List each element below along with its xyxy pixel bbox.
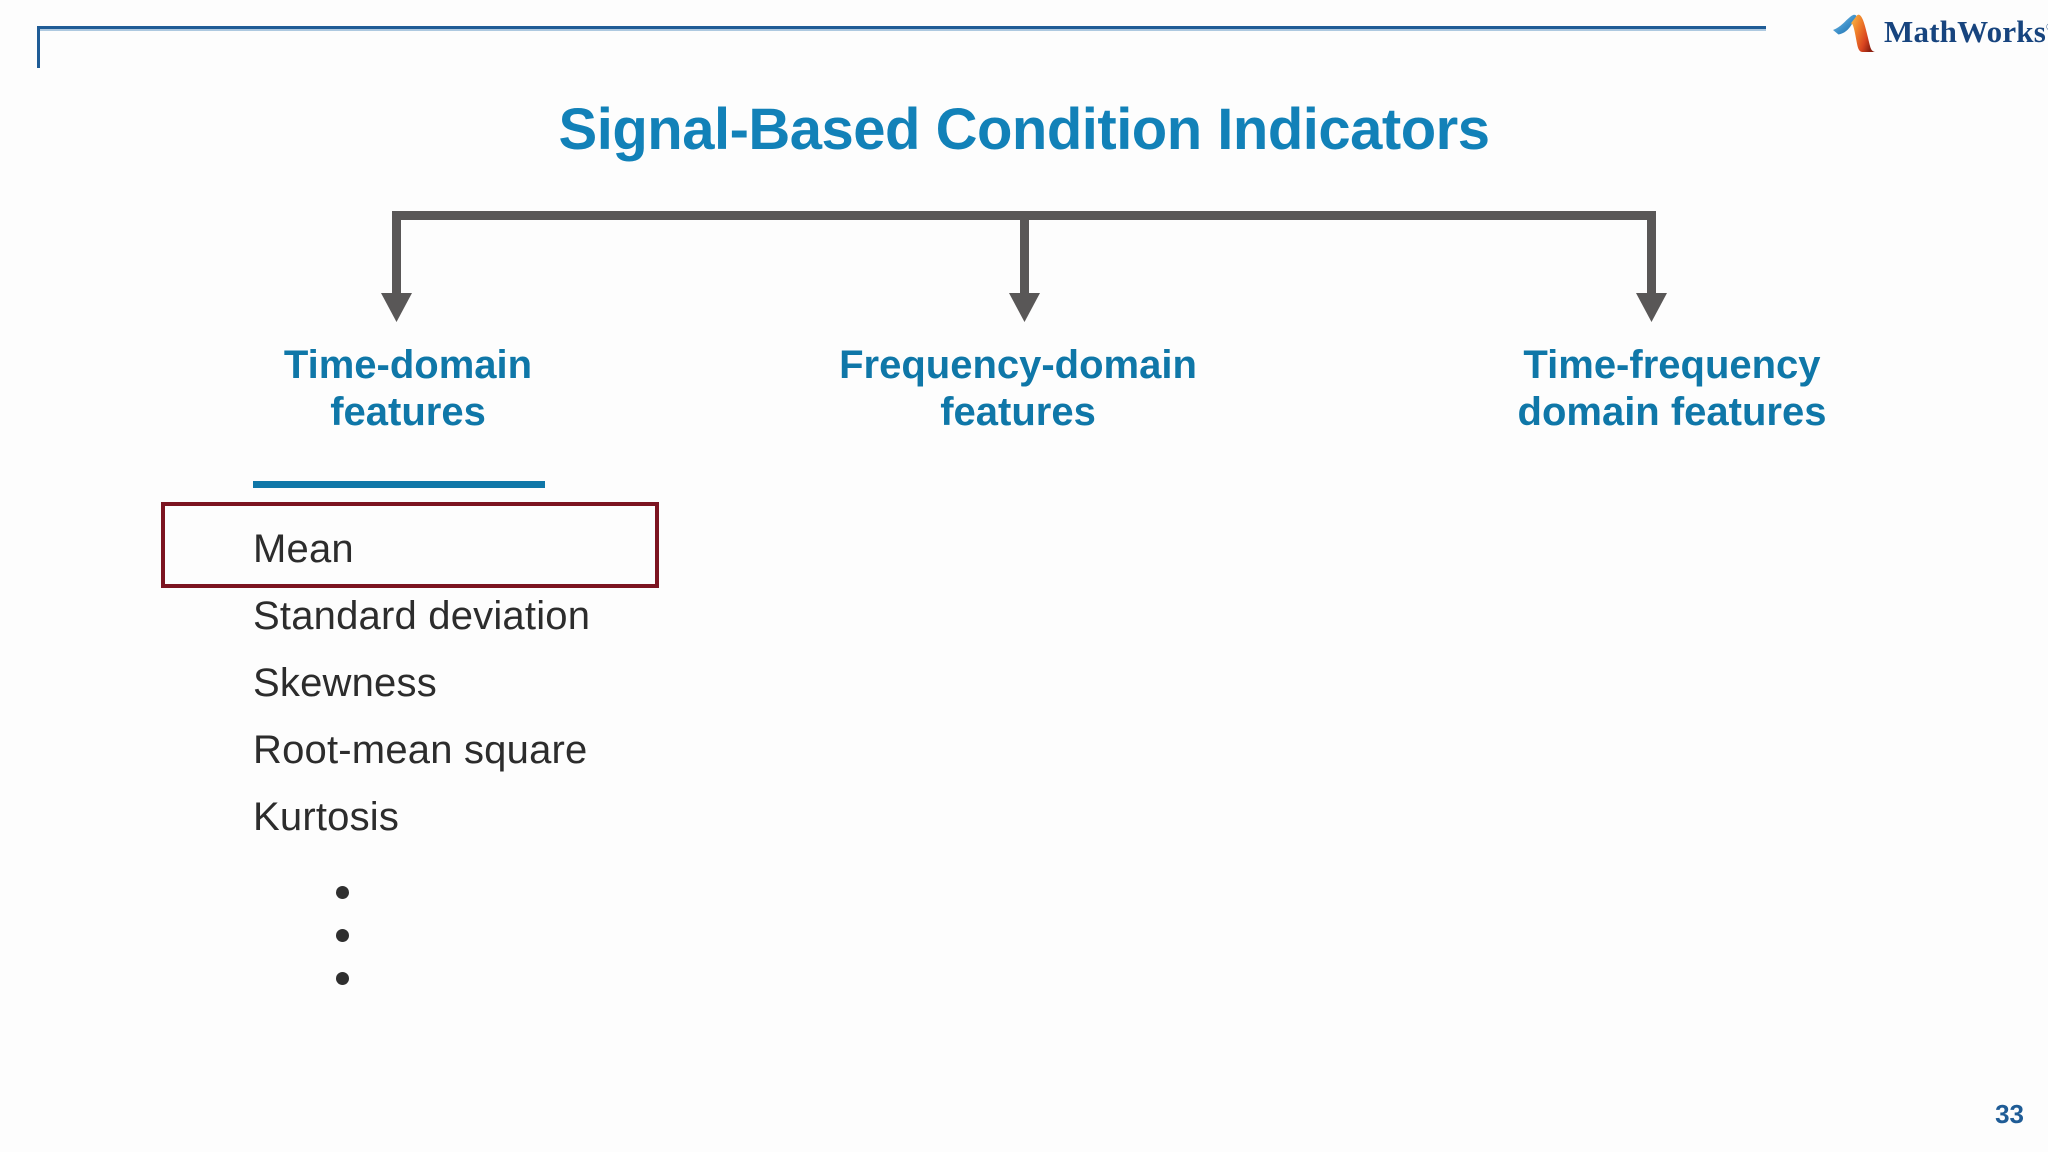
list-item: Skewness: [253, 661, 437, 705]
heading-line-1: Time-frequency: [1523, 343, 1821, 387]
bullet-dot: [336, 929, 349, 942]
heading-line-2: features: [940, 390, 1096, 435]
column-heading-underline: [253, 481, 545, 488]
mathworks-logo: MathWorks®: [1832, 8, 2048, 56]
page-title: Signal-Based Condition Indicators: [558, 97, 1490, 162]
continuation-bullets: [336, 886, 349, 1015]
column-heading-time-frequency-domain: Time-frequency domain features: [1432, 342, 1912, 436]
highlight-box-mean: [161, 502, 659, 588]
bullet-dot: [336, 886, 349, 899]
heading-line-1: Frequency-domain: [839, 343, 1197, 387]
list-item: Standard deviation: [253, 594, 591, 638]
bullet-dot: [336, 972, 349, 985]
mathworks-wordmark: MathWorks®: [1884, 14, 2048, 49]
branch-connector: [381, 211, 1667, 322]
heading-line-1: Time-domain: [283, 343, 533, 387]
header-rule: [37, 26, 1766, 29]
mathworks-membrane-icon: [1833, 14, 1875, 52]
heading-line-2: domain features: [1517, 390, 1827, 435]
header-corner-tick: [37, 26, 40, 68]
list-item: Kurtosis: [253, 795, 400, 839]
heading-line-2: features: [330, 390, 486, 435]
time-domain-feature-list: Mean Standard deviation Skewness Root-me…: [253, 516, 813, 851]
list-item: Root-mean square: [253, 728, 588, 772]
header-rule-shadow: [37, 29, 1766, 31]
page-number: 33: [1995, 1099, 2024, 1129]
column-heading-frequency-domain: Frequency-domain features: [772, 342, 1264, 436]
list-item: Mean: [253, 527, 354, 571]
column-heading-time-domain: Time-domain features: [180, 342, 636, 436]
